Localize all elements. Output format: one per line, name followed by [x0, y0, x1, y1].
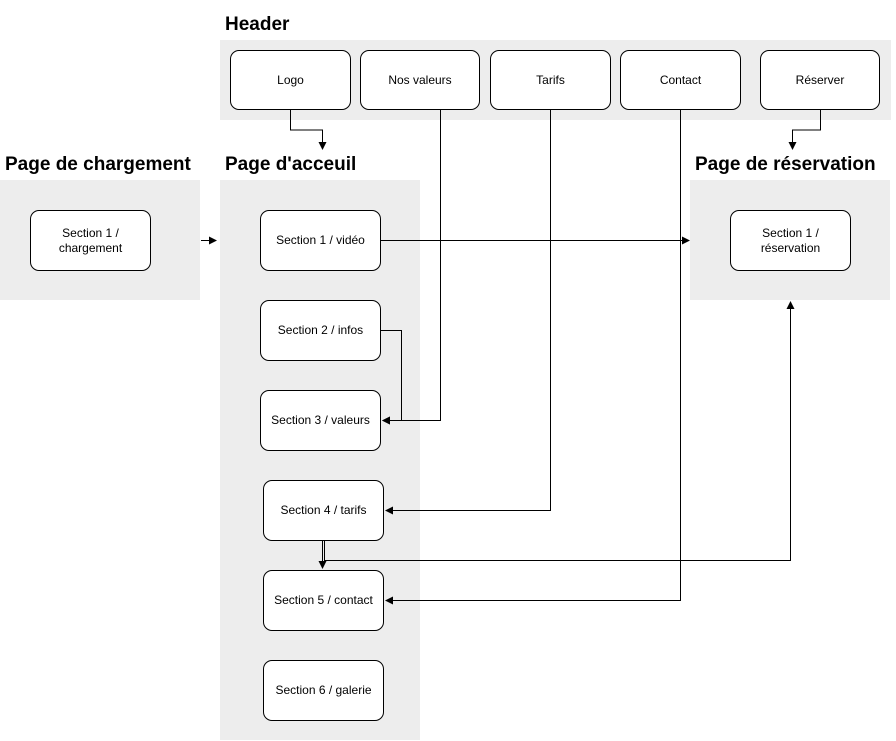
reserve-node: Réserver — [760, 50, 880, 110]
header-title: Header — [225, 14, 290, 35]
home-page-title: Page d'acceuil — [225, 154, 357, 175]
connector-contact-nav-to-section-5 — [385, 110, 681, 605]
logo-node: Logo — [230, 50, 351, 110]
pricing-node: Tarifs — [490, 50, 611, 110]
home-section-2-node: Section 2 / infos — [260, 300, 381, 361]
loading-section-1-node: Section 1 / chargement — [30, 210, 151, 271]
home-page-panel — [220, 180, 420, 740]
loading-page-title: Page de chargement — [5, 154, 191, 175]
home-section-4-node: Section 4 / tarifs — [263, 480, 384, 541]
connector-pricing-nav-to-section-4 — [385, 110, 551, 515]
home-section-3-node: Section 3 / valeurs — [260, 390, 381, 451]
booking-page-title: Page de réservation — [695, 154, 876, 175]
connector-logo-to-home — [290, 110, 327, 150]
contact-node: Contact — [620, 50, 741, 110]
home-section-5-node: Section 5 / contact — [263, 570, 384, 631]
connector-infos-to-values — [381, 330, 402, 425]
booking-section-1-node: Section 1 / réservation — [730, 210, 851, 271]
home-section-6-node: Section 6 / galerie — [263, 660, 384, 721]
connector-reserve-to-booking — [788, 110, 821, 150]
values-node: Nos valeurs — [360, 50, 480, 110]
connector-pricing-to-booking — [324, 301, 795, 561]
home-section-1-node: Section 1 / vidéo — [260, 210, 381, 271]
connector-values-nav-to-section-3 — [382, 110, 441, 425]
